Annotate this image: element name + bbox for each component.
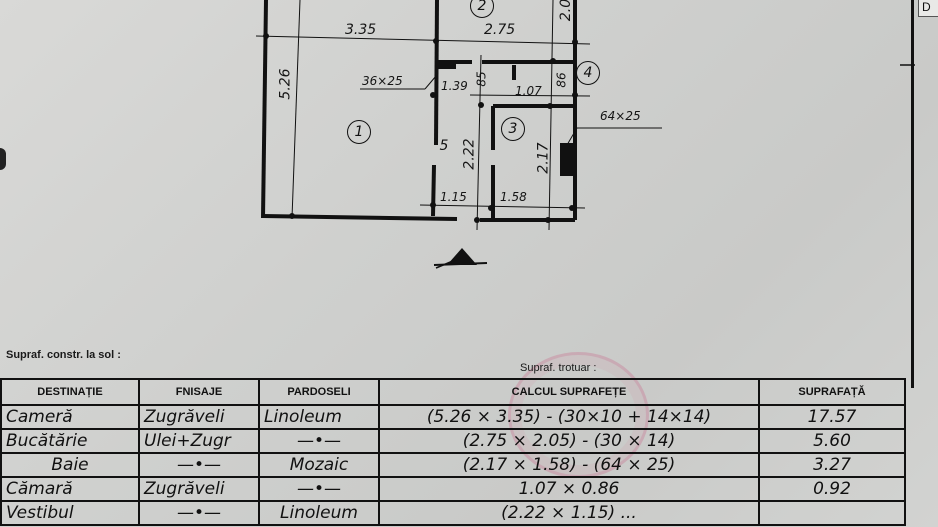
dim-pantry-height: 86 bbox=[554, 72, 569, 88]
table-row: Baie —•— Mozaic (2.17 × 1.58) - (64 × 25… bbox=[0, 452, 906, 478]
corner-letter: D bbox=[918, 0, 938, 17]
dim-bath-height: 2.17 bbox=[535, 142, 552, 174]
cell-suprafata bbox=[758, 500, 906, 526]
chimney-right-label: 64×25 bbox=[600, 109, 641, 123]
dim-left-height: 5.26 bbox=[277, 68, 294, 100]
table-row: Cameră Zugrăveli Linoleum (5.26 × 3.35) … bbox=[0, 404, 906, 430]
cell-suprafata: 0.92 bbox=[758, 476, 906, 502]
table-row: Bucătărie Ulei+Zugr —•— (2.75 × 2.05) - … bbox=[0, 428, 906, 454]
page-frame-line bbox=[911, 0, 914, 388]
dim-top-right-width: 2.75 bbox=[484, 22, 516, 38]
cell-destinatie: Vestibul bbox=[0, 500, 140, 526]
sidewalk-label: Supraf. trotuar : bbox=[520, 362, 597, 374]
dim-top-right-partial: 2.0 bbox=[558, 0, 575, 22]
cell-calcul: (2.75 × 2.05) - (30 × 14) bbox=[378, 428, 760, 454]
north-arrow-icon bbox=[433, 248, 488, 269]
cell-finisaje: Ulei+Zugr bbox=[138, 428, 260, 454]
room-number-1: 1 bbox=[347, 120, 371, 144]
cell-calcul: (2.22 × 1.15) ... bbox=[378, 500, 760, 526]
rooms-table: DESTINAȚIE FNISAJE PARDOSELI CALCUL SUPR… bbox=[0, 378, 906, 526]
cell-finisaje: Zugrăveli bbox=[138, 476, 260, 502]
cell-pardoseli: —•— bbox=[258, 428, 380, 454]
cell-pardoseli: Mozaic bbox=[258, 452, 380, 478]
cell-suprafata: 5.60 bbox=[758, 428, 906, 454]
cell-calcul: (5.26 × 3.35) - (30×10 + 14×14) bbox=[378, 404, 760, 430]
cell-calcul: 1.07 × 0.86 bbox=[378, 476, 760, 502]
cell-pardoseli: Linoleum bbox=[258, 404, 380, 430]
cell-destinatie: Baie bbox=[0, 452, 140, 478]
dim-hall-small: 85 bbox=[474, 71, 489, 87]
header-calcul: CALCUL SUPRAFEȚE bbox=[378, 378, 760, 406]
cell-finisaje: —•— bbox=[138, 500, 260, 526]
cell-suprafata: 17.57 bbox=[758, 404, 906, 430]
table-row: Cămară Zugrăveli —•— 1.07 × 0.86 0.92 bbox=[0, 476, 906, 502]
cell-calcul: (2.17 × 1.58) - (64 × 25) bbox=[378, 452, 760, 478]
cell-destinatie: Cameră bbox=[0, 404, 140, 430]
room-number-4: 4 bbox=[576, 61, 600, 85]
cell-destinatie: Cămară bbox=[0, 476, 140, 502]
built-area-label: Supraf. constr. la sol : bbox=[6, 349, 121, 361]
cell-destinatie: Bucătărie bbox=[0, 428, 140, 454]
cell-pardoseli: Linoleum bbox=[258, 500, 380, 526]
dim-top-left-width: 3.35 bbox=[345, 22, 377, 38]
header-suprafata: SUPRAFAȚĂ bbox=[758, 378, 906, 406]
dim-pantry-width: 1.07 bbox=[515, 84, 542, 98]
header-finisaje: FNISAJE bbox=[138, 378, 260, 406]
chimney-left-label: 36×25 bbox=[362, 74, 403, 88]
cell-finisaje: —•— bbox=[138, 452, 260, 478]
dim-bath-width: 1.58 bbox=[500, 190, 527, 204]
page-edge-mark bbox=[0, 148, 6, 170]
dim-corridor-height: 2.22 bbox=[461, 138, 478, 170]
header-pardoseli: PARDOSELI bbox=[258, 378, 380, 406]
room-number-3: 3 bbox=[501, 117, 525, 141]
dim-corridor-width: 1.15 bbox=[440, 190, 467, 204]
table-header-row: DESTINAȚIE FNISAJE PARDOSELI CALCUL SUPR… bbox=[0, 378, 906, 406]
room-number-5: 5 bbox=[439, 138, 449, 154]
room-number-2: 2 bbox=[470, 0, 494, 18]
table-row: Vestibul —•— Linoleum (2.22 × 1.15) ... bbox=[0, 500, 906, 526]
cell-suprafata: 3.27 bbox=[758, 452, 906, 478]
header-destinatie: DESTINAȚIE bbox=[0, 378, 140, 406]
cell-pardoseli: —•— bbox=[258, 476, 380, 502]
cell-finisaje: Zugrăveli bbox=[138, 404, 260, 430]
dim-hall-width: 1.39 bbox=[441, 79, 468, 93]
